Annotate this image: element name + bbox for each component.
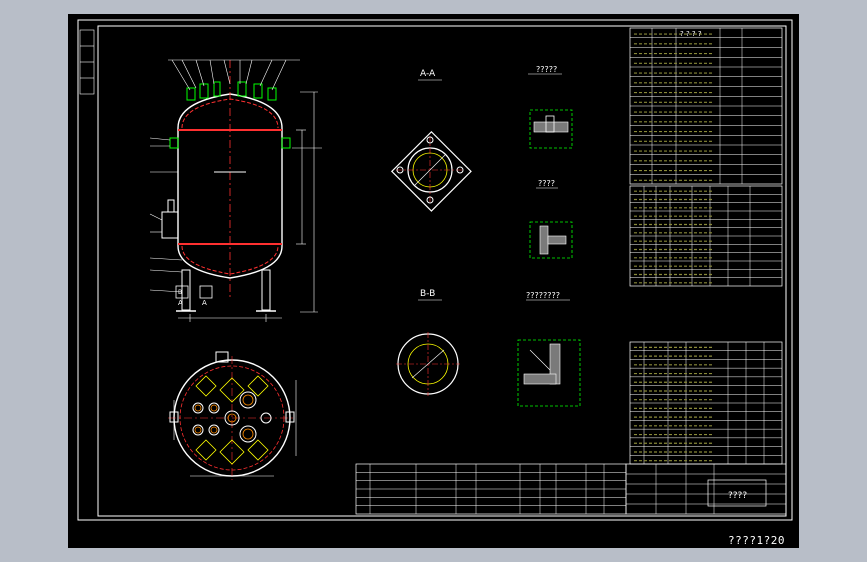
top-nozzles <box>186 81 277 101</box>
vessel-shell <box>177 93 283 279</box>
tables-layer: ???? ? ? ? ?????????????????? <box>355 27 787 515</box>
detail-title-1: ????? <box>536 65 557 74</box>
support-leg-right <box>261 269 271 311</box>
detail-title-2: ???? <box>538 179 555 188</box>
svg-text:B-B: B-B <box>420 289 435 299</box>
title-block-label: ???? <box>728 491 747 501</box>
svg-text:A: A <box>202 299 207 307</box>
plan-view <box>168 351 297 480</box>
outer-frame <box>77 19 793 521</box>
drawing-caption: ????1?20 <box>728 534 785 547</box>
detail-views <box>517 73 581 407</box>
title-block <box>625 463 787 515</box>
tech-table-title: ? ? ? ? <box>680 30 702 38</box>
support-leg-left <box>181 269 191 311</box>
manhole <box>161 211 179 239</box>
vessel-elevation: A A B <box>149 59 322 322</box>
svg-text:A: A <box>178 299 183 307</box>
binding-margin <box>79 29 95 95</box>
title-box <box>707 479 767 507</box>
svg-text:B: B <box>178 289 182 296</box>
detail-title-3: ???????? <box>526 291 560 300</box>
svg-text:A-A: A-A <box>420 69 436 79</box>
section-a-a: A-A <box>390 69 472 212</box>
section-b-b: B-B <box>396 289 460 396</box>
inner-frame <box>97 25 787 517</box>
